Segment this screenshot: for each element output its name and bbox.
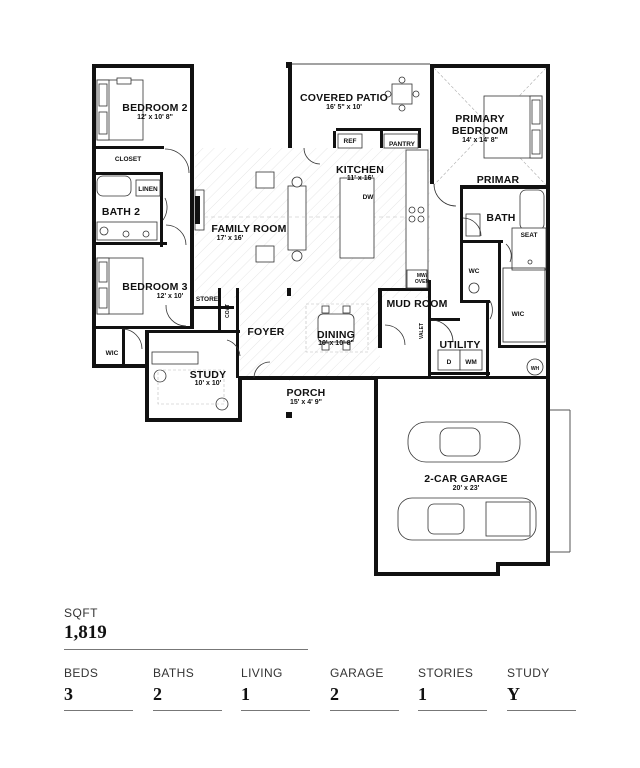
porch-label: PORCH: [287, 387, 326, 399]
stat-label: LIVING: [241, 666, 283, 680]
stat-label: GARAGE: [330, 666, 384, 680]
exterior-walls: [92, 64, 571, 576]
stat-value: 2: [153, 684, 162, 704]
covered-patio-dim: 16' 5" x 10': [326, 104, 362, 111]
utility-fixtures: [437, 349, 544, 376]
mw-oven-label-1: MW/: [417, 273, 428, 279]
primary-wic-label: WIC: [512, 311, 525, 318]
kitchen-fixtures: [337, 133, 429, 289]
stat-divider: [418, 710, 487, 711]
seat-label: SEAT: [521, 232, 538, 239]
linen-label: LINEN: [138, 186, 158, 193]
bedroom2-dim: 12' x 10' 8": [137, 114, 173, 121]
floor-plan: COVERED PATIO 16' 5" x 10' PRIMARY BEDRO…: [92, 62, 571, 576]
stat-divider: [330, 710, 399, 711]
porch-post: [286, 412, 292, 418]
bedroom3-bed: [96, 257, 144, 315]
primary-bedroom-label-2: BEDROOM: [452, 125, 508, 137]
stat-value: 2: [330, 684, 339, 704]
foyer-label: FOYER: [247, 326, 284, 338]
garage-label: 2-CAR GARAGE: [424, 473, 508, 485]
sqft-divider: [64, 649, 308, 650]
store-label: STORE: [196, 296, 219, 303]
utility-label: UTILITY: [439, 339, 480, 351]
stat-beds: BEDS 3: [64, 666, 134, 711]
dining-label: DINING: [317, 329, 355, 341]
bedroom2-label: BEDROOM 2: [122, 102, 187, 114]
stat-baths: BATHS 2: [153, 666, 223, 711]
study-dim: 10' x 10': [195, 380, 222, 387]
stat-study: STUDY Y: [507, 666, 577, 711]
garage-cars: [397, 421, 537, 541]
stat-value: Y: [507, 684, 520, 704]
pantry-label: PANTRY: [389, 141, 416, 148]
stat-label: BEDS: [64, 666, 99, 680]
bath2-label: BATH 2: [102, 206, 140, 218]
living-floor: [195, 148, 430, 298]
stat-divider: [64, 710, 133, 711]
closet-label: CLOSET: [115, 156, 141, 163]
stat-living: LIVING 1: [241, 666, 311, 711]
garage-dim: 20' x 23': [453, 485, 480, 492]
family-room-furniture: [194, 171, 430, 263]
bedroom2-bed: [96, 77, 144, 141]
ref-label: REF: [344, 138, 357, 145]
primary-bedroom-label-1: PRIMARY: [455, 113, 504, 125]
stat-value: 1: [241, 684, 250, 704]
valet-label: VALET: [419, 323, 425, 339]
mw-oven-label-2: OVEN: [415, 279, 430, 285]
kitchen-dim: 11' x 16': [347, 175, 374, 182]
coat-label: COAT: [225, 304, 231, 318]
stat-label: STORIES: [418, 666, 474, 680]
stat-value: 3: [64, 684, 73, 704]
fp-label: FP: [195, 212, 201, 219]
bedroom3-wic-label: WIC: [106, 350, 119, 357]
family-room-dim: 17' x 16': [217, 235, 244, 242]
bedroom3-label: BEDROOM 3: [122, 281, 187, 293]
bath2-fixtures: [96, 175, 161, 241]
primary-bed: [433, 67, 547, 186]
sqft-value: 1,819: [64, 622, 107, 643]
covered-patio-label: COVERED PATIO: [300, 92, 388, 104]
dining-floor: [240, 298, 380, 378]
dw-label: DW: [363, 194, 375, 201]
porch-dim: 15' x 4' 9": [290, 399, 322, 406]
primary-bedroom-dim: 14' x 14' 8": [462, 137, 498, 144]
mud-room-label: MUD ROOM: [386, 298, 447, 310]
family-room-label: FAMILY ROOM: [211, 223, 286, 235]
stat-label: STUDY: [507, 666, 550, 680]
interior-walls: [92, 128, 546, 378]
water-heater-label: WH: [531, 366, 540, 372]
bedroom3-dim: 12' x 10': [157, 293, 184, 300]
washer-label: WM: [465, 359, 477, 366]
stat-label: BATHS: [153, 666, 195, 680]
stat-divider: [507, 710, 576, 711]
dining-dim: 10' x 10' 8": [318, 340, 354, 347]
primary-wc-label: WC: [469, 268, 480, 275]
door-swings: [121, 147, 512, 379]
dining-table: [305, 303, 369, 353]
sqft-label: SQFT: [64, 606, 98, 620]
primary-bath-label-2: BATH: [486, 212, 515, 224]
study-label: STUDY: [190, 369, 227, 381]
study-desk: [151, 351, 229, 411]
stat-divider: [153, 710, 222, 711]
stat-divider: [241, 710, 310, 711]
stat-stories: STORIES 1: [418, 666, 488, 711]
stat-value: 1: [418, 684, 427, 704]
covered-patio: [286, 62, 430, 148]
stat-garage: GARAGE 2: [330, 666, 400, 711]
kitchen-label: KITCHEN: [336, 164, 384, 176]
primary-bath-label-1: PRIMAR: [477, 174, 520, 186]
primary-bath-fixtures: [465, 189, 547, 343]
dryer-label: D: [447, 359, 452, 366]
